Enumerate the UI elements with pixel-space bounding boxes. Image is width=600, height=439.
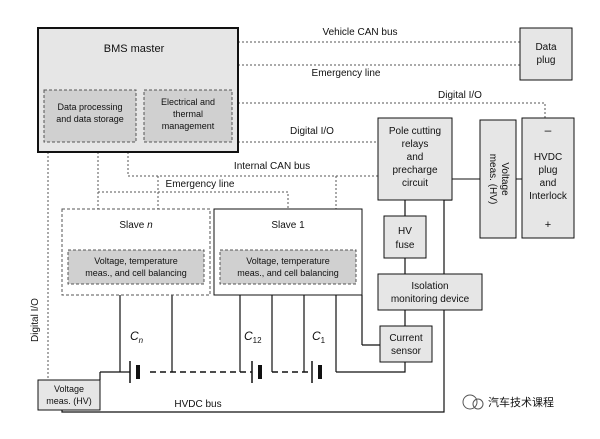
hv-fuse-box <box>383 215 427 259</box>
current-sensor-box <box>379 325 433 363</box>
slave-n-measure-box <box>67 249 205 285</box>
pole-cutting-line-2: relays <box>402 139 429 150</box>
electrical-thermal-line-2: thermal <box>173 109 203 119</box>
data-processing-box <box>43 89 137 143</box>
pole-cutting-line-1: Pole cutting <box>389 126 441 137</box>
hvdc-bus-label: HVDC bus <box>174 399 221 410</box>
slave-1-title: Slave 1 <box>271 220 305 231</box>
emergency-line-top-label: Emergency line <box>312 68 381 79</box>
sensor-to-cell-1 <box>336 362 406 373</box>
hvdc-plug-line-3: and <box>540 178 557 189</box>
vehicle-can-bus-label: Vehicle CAN bus <box>322 27 397 38</box>
slave-1-measure-box <box>219 249 357 285</box>
internal-can-bus-line <box>127 152 378 177</box>
slave-n-title: Slave n <box>119 220 153 231</box>
pole-cutting-line-4: precharge <box>392 165 437 176</box>
voltage-meas-left-line-2: meas. (HV) <box>46 396 92 406</box>
current-sensor-line-1: Current <box>389 333 423 344</box>
voltage-meas-hv-line-1: Voltage <box>499 162 510 196</box>
data-plug-line-1: Data <box>535 42 557 53</box>
current-sensor-line-2: sensor <box>391 346 422 357</box>
digital-io-left-label: Digital I/O <box>30 298 41 342</box>
digital-io-top-line <box>238 102 546 120</box>
hvdc-minus-sign: – <box>545 123 552 137</box>
voltage-meas-left-box <box>37 379 101 411</box>
signal-lines <box>47 41 546 380</box>
hvdc-plug-box <box>521 117 575 239</box>
data-plug-line-2: plug <box>537 55 556 66</box>
voltage-meas-hv-text: Voltage meas. (HV) <box>487 154 510 205</box>
pole-cutting-box <box>377 117 453 201</box>
hv-fuse-line-1: HV <box>398 226 412 237</box>
watermark: 汽车技术课程 <box>462 394 554 410</box>
cell-symbols <box>129 361 322 383</box>
hvdc-plug-line-2: plug <box>539 165 558 176</box>
electrical-thermal-box <box>143 89 233 143</box>
hvdc-plus-sign: + <box>545 219 551 231</box>
hv-fuse-line-2: fuse <box>396 240 415 251</box>
slave-n-measure-line-1: Voltage, temperature <box>94 256 178 266</box>
pole-cutting-line-3: and <box>407 152 424 163</box>
isolation-line-2: monitoring device <box>391 294 470 305</box>
hvdc-plug-line-4: Interlock <box>529 191 568 202</box>
electrical-thermal-line-3: management <box>162 121 215 131</box>
bms-master-title: BMS master <box>104 43 165 55</box>
voltage-meas-left-line-1: Voltage <box>54 384 84 394</box>
digital-io-mid-label: Digital I/O <box>290 126 334 137</box>
slave-1-measure-line-2: meas., and cell balancing <box>237 268 339 278</box>
watermark-text: 汽车技术课程 <box>488 395 554 409</box>
cell-n-label: Cn <box>130 329 144 345</box>
isolation-monitoring-box <box>377 273 483 311</box>
data-processing-line-1: Data processing <box>57 102 122 112</box>
isolation-line-1: Isolation <box>411 281 448 292</box>
emergency-line-mid <box>97 152 289 210</box>
data-plug-box <box>519 27 573 81</box>
electrical-thermal-line-1: Electrical and <box>161 97 215 107</box>
internal-can-bus-label: Internal CAN bus <box>234 161 310 172</box>
cell-1-label: C1 <box>312 329 326 345</box>
emergency-line-mid-label: Emergency line <box>166 179 235 190</box>
watermark-icon-2 <box>472 398 484 410</box>
watermark-icon <box>462 394 478 410</box>
cell-12-label: C12 <box>244 329 262 345</box>
slave-1-measure-line-1: Voltage, temperature <box>246 256 330 266</box>
slave-n-measure-line-2: meas., and cell balancing <box>85 268 187 278</box>
data-processing-line-2: and data storage <box>56 114 124 124</box>
voltage-meas-hv-line-2: meas. (HV) <box>487 154 498 205</box>
digital-io-top-label: Digital I/O <box>438 90 482 101</box>
pole-cutting-line-5: circuit <box>402 178 428 189</box>
hvdc-plug-line-1: HVDC <box>534 152 562 163</box>
